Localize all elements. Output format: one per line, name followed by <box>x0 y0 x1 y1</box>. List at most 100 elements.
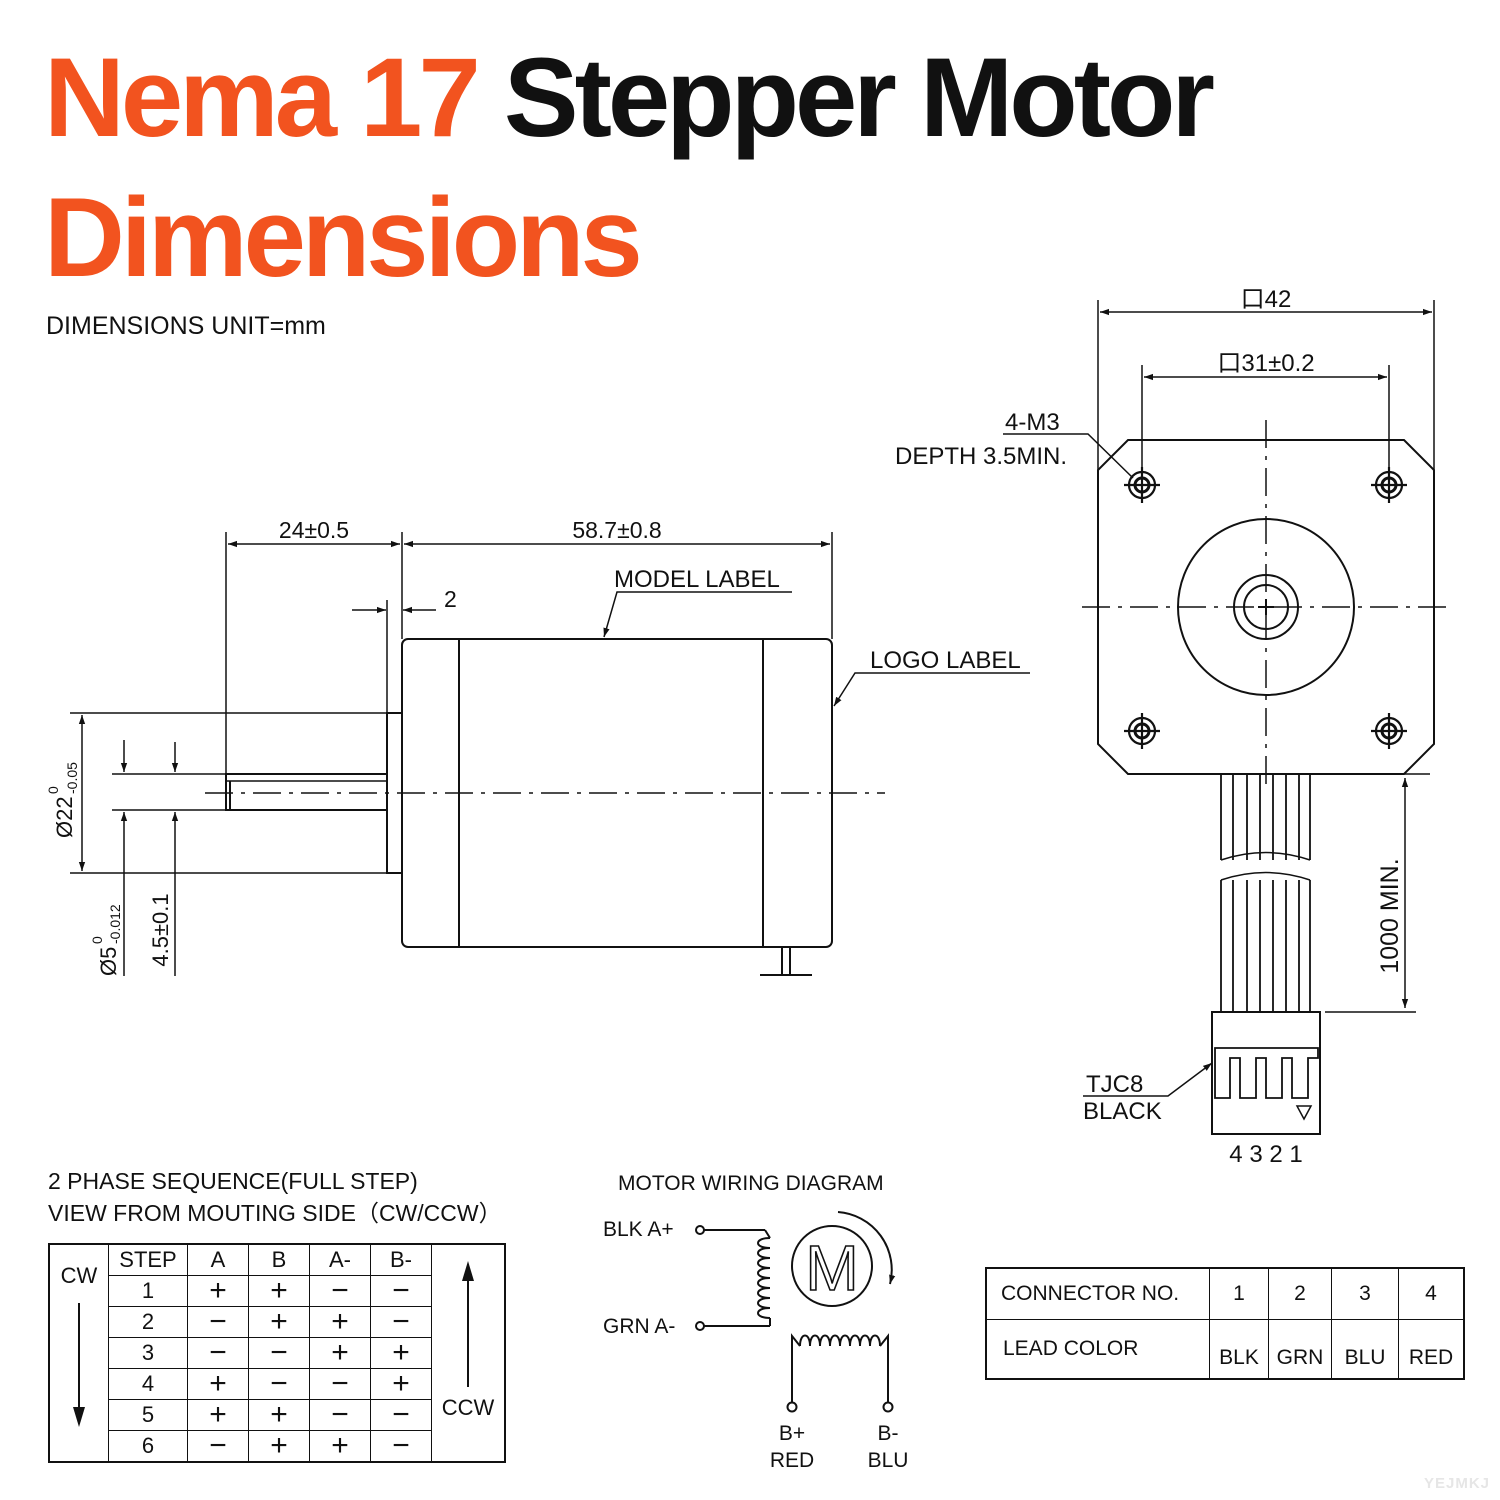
column-header: A <box>187 1243 249 1276</box>
shaft-dia-tol-upper: 0 <box>89 936 105 944</box>
dim-hole-spacing: 口31±0.2 <box>1217 350 1314 377</box>
wire-b-plus-label: B+ <box>779 1422 805 1445</box>
table-row: 6−++− <box>49 1430 505 1463</box>
side-view <box>70 532 1030 976</box>
lead-wires <box>1220 774 1311 1012</box>
svg-text:Ø22: Ø22 <box>52 796 77 838</box>
connector-color: BLACK <box>1083 1098 1162 1125</box>
connector-table: CONNECTOR NO. 1 2 3 4 LEAD COLOR BLK GRN… <box>985 1267 1465 1380</box>
table-row: 4+−−+ <box>49 1368 505 1400</box>
shaft-dia-tol-lower: -0.012 <box>107 904 123 944</box>
svg-text:Ø5: Ø5 <box>96 947 121 976</box>
phase-sign: − <box>187 1430 249 1463</box>
phase-sign: − <box>370 1306 432 1338</box>
step-number: 3 <box>108 1337 188 1369</box>
table-row: 5++−− <box>49 1399 505 1431</box>
phase-sign: − <box>370 1399 432 1431</box>
wiring-heading: MOTOR WIRING DIAGRAM <box>618 1172 884 1195</box>
phase-sign: − <box>187 1337 249 1369</box>
cw-arrow-icon <box>73 1303 85 1427</box>
coil-a <box>757 1237 771 1319</box>
boss-dia-value: Ø22 <box>52 796 77 838</box>
phase-sign: − <box>187 1306 249 1338</box>
model-label-callout: MODEL LABEL <box>614 566 780 593</box>
step-number: 4 <box>108 1368 188 1400</box>
connector-number: 3 <box>1331 1267 1399 1320</box>
lead-color: GRN <box>1268 1319 1332 1380</box>
connector-body <box>1211 1011 1321 1135</box>
wire-a-plus-label: BLK A+ <box>603 1218 674 1241</box>
shaft-circle-outer <box>1233 574 1299 640</box>
column-header: A- <box>309 1243 371 1276</box>
boss-dia-tol-upper: 0 <box>45 786 61 794</box>
step-number: 6 <box>108 1430 188 1463</box>
dim-boss-height: 2 <box>444 586 457 612</box>
shaft-dia-value: Ø5 <box>96 947 121 976</box>
lead-color: BLK <box>1209 1319 1269 1380</box>
title-orange-part: Nema 17 <box>44 35 481 160</box>
connector-no-label: CONNECTOR NO. <box>985 1267 1210 1320</box>
column-header: STEP <box>108 1243 188 1276</box>
cw-label: CW <box>60 1263 98 1288</box>
boss-circle <box>1177 518 1355 696</box>
wire-b-minus-label: B- <box>878 1422 899 1445</box>
shaft-circle-inner <box>1243 584 1289 630</box>
connector-number: 1 <box>1209 1267 1269 1320</box>
wiring-diagram <box>695 1211 896 1413</box>
ccw-arrow-icon <box>462 1261 474 1387</box>
logo-label-callout: LOGO LABEL <box>870 647 1021 674</box>
phase-sign: + <box>187 1368 249 1400</box>
column-header: B <box>248 1243 310 1276</box>
connector-number-row: CONNECTOR NO. 1 2 3 4 <box>985 1267 1465 1320</box>
dim-lead-length: 1000 MIN. <box>1376 858 1404 973</box>
phase-sign: − <box>248 1337 310 1369</box>
wire-a-minus-label: GRN A- <box>603 1315 675 1338</box>
connector-type: TJC8 <box>1086 1071 1143 1098</box>
lead-color: BLU <box>1331 1319 1399 1380</box>
dim-outer-size: 口42 <box>1241 286 1292 313</box>
phase-sign: + <box>248 1399 310 1431</box>
phase-sign: − <box>370 1430 432 1463</box>
lead-color: RED <box>1398 1319 1465 1380</box>
connector-pin-numbers: 4 3 2 1 <box>1229 1141 1302 1168</box>
mounting-holes <box>1124 467 1407 749</box>
phase-sign: − <box>309 1275 371 1307</box>
ccw-label: CCW <box>441 1395 495 1420</box>
connector-number: 2 <box>1268 1267 1332 1320</box>
phase-sign: + <box>248 1275 310 1307</box>
dim-shaft-length: 24±0.5 <box>279 517 349 543</box>
front-view <box>1003 300 1452 1135</box>
step-number: 2 <box>108 1306 188 1338</box>
table-row: 2−++− <box>49 1306 505 1338</box>
step-number: 5 <box>108 1399 188 1431</box>
coil-b <box>799 1334 881 1347</box>
phase-sign: + <box>309 1337 371 1369</box>
sequence-subheading: VIEW FROM MOUTING SIDE（CW/CCW） <box>48 1200 502 1226</box>
step-number: 1 <box>108 1275 188 1307</box>
wire-b-plus-color: RED <box>770 1449 814 1472</box>
lead-color-label: LEAD COLOR <box>985 1319 1210 1380</box>
phase-sign: + <box>248 1430 310 1463</box>
column-header: B- <box>370 1243 432 1276</box>
motor-shaft <box>225 773 388 811</box>
phase-sign: + <box>309 1306 371 1338</box>
lead-color-row: LEAD COLOR BLK GRN BLU RED <box>985 1319 1465 1380</box>
boss-dia-tol-lower: -0.05 <box>64 762 80 794</box>
hole-note-thread: 4-M3 <box>1005 409 1060 436</box>
sequence-heading: 2 PHASE SEQUENCE(FULL STEP) <box>48 1168 418 1194</box>
page-title: Nema 17 Stepper Motor <box>44 42 1215 154</box>
phase-sequence-table: CW STEP A B A- B- CCW <box>48 1243 506 1463</box>
wire-b-minus-color: BLU <box>868 1449 909 1472</box>
unit-note: DIMENSIONS UNIT=mm <box>46 312 326 340</box>
phase-sign: + <box>309 1430 371 1463</box>
dim-body-length: 58.7±0.8 <box>572 517 661 543</box>
phase-sign: + <box>187 1399 249 1431</box>
phase-sign: + <box>370 1368 432 1400</box>
motor-symbol-circle <box>791 1225 873 1307</box>
motor-symbol-letter: M <box>805 1232 858 1304</box>
cw-column: CW <box>48 1244 109 1462</box>
hole-note-depth: DEPTH 3.5MIN. <box>895 443 1067 470</box>
phase-sign: + <box>187 1275 249 1307</box>
